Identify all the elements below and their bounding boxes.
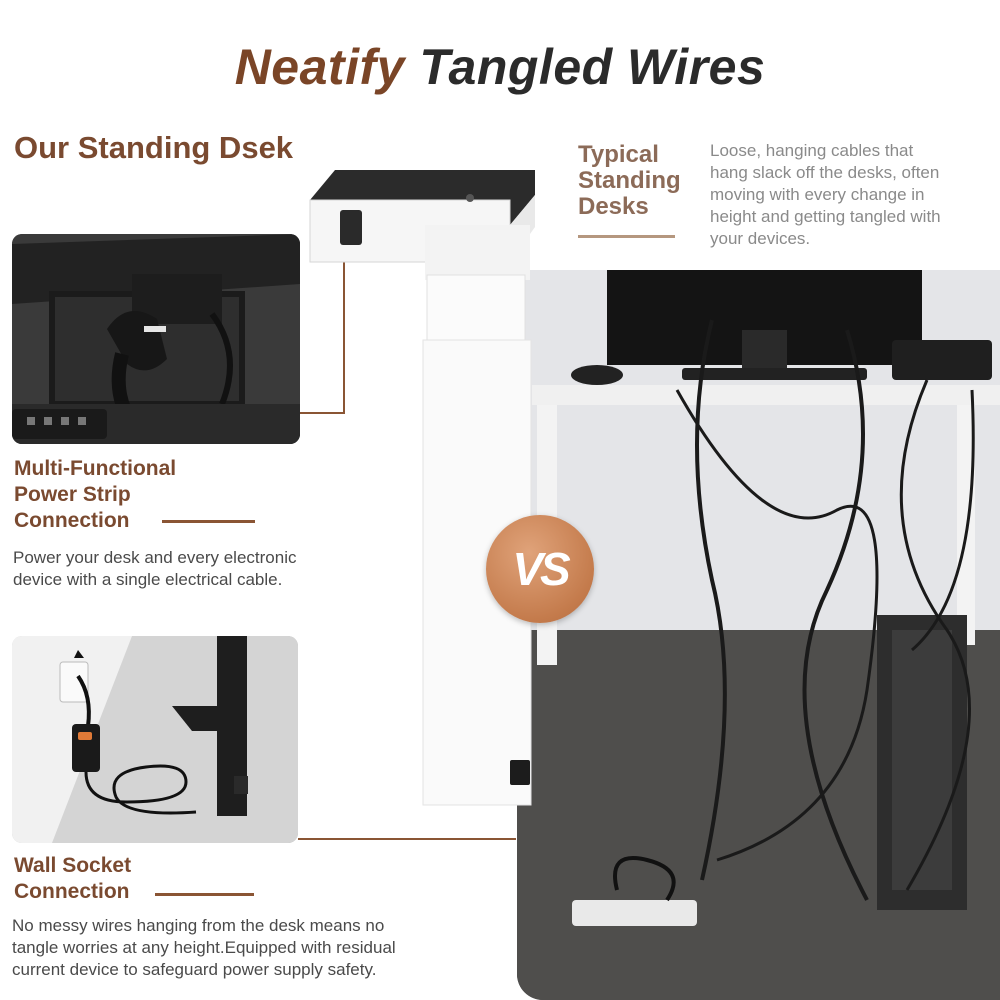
tangled-wires-photo-art [517,270,1000,1000]
connector-line-strip-h [300,412,344,414]
feature1-desc-line: Power your desk and every electronic [13,548,297,567]
right-desc-line: hang slack off the desks, often [710,163,940,182]
power-strip-photo-art [12,234,300,444]
desk-leg-art [309,170,535,806]
feature2-title-line: Connection [14,880,130,903]
right-desc-line: height and getting tangled with [710,207,941,226]
right-heading-underline [578,235,675,238]
right-desc-line: your devices. [710,229,811,248]
feature1-title-line: Power Strip [14,483,131,506]
right-heading-line: Typical [578,141,659,168]
left-heading: Our Standing Dsek [14,130,294,165]
right-desc-line: moving with every change in [710,185,925,204]
tangled-wires-photo [517,270,1000,1000]
feature2-description: No messy wires hanging from the desk mea… [12,915,396,981]
feature2-title: Wall Socket Connection [14,853,131,905]
right-heading-line: Standing [578,167,681,194]
feature1-title-line: Multi-Functional [14,457,177,480]
connector-line-strip-v [343,252,345,414]
title-accent: Neatify [234,39,405,95]
feature1-description: Power your desk and every electronic dev… [13,547,296,591]
feature2-title-line: Wall Socket [14,854,132,877]
feature1-title: Multi-Functional Power Strip Connection [14,456,176,534]
power-strip-photo [12,234,300,444]
feature2-desc-line: tangle worries at any height.Equipped wi… [12,938,396,957]
right-heading-line: Desks [578,193,649,220]
feature2-underline [155,893,254,896]
feature2-desc-line: current device to safeguard power supply… [12,960,377,979]
feature1-title-line: Connection [14,509,130,532]
feature2-desc-line: No messy wires hanging from the desk mea… [12,916,385,935]
right-heading: Typical Standing Desks [578,142,681,220]
right-desc-line: Loose, hanging cables that [710,141,914,160]
wall-socket-photo-art [12,636,298,843]
feature1-underline [162,520,255,523]
page-title: Neatify Tangled Wires [0,38,1000,96]
desk-leg-illustration [305,165,545,815]
vs-badge: VS [486,515,594,623]
right-description: Loose, hanging cables that hang slack of… [710,140,990,250]
connector-line-wall [298,838,516,840]
comparison-panel [517,110,1000,1000]
title-rest: Tangled Wires [419,39,766,95]
feature1-desc-line: device with a single electrical cable. [13,570,283,589]
wall-socket-photo [12,636,298,843]
